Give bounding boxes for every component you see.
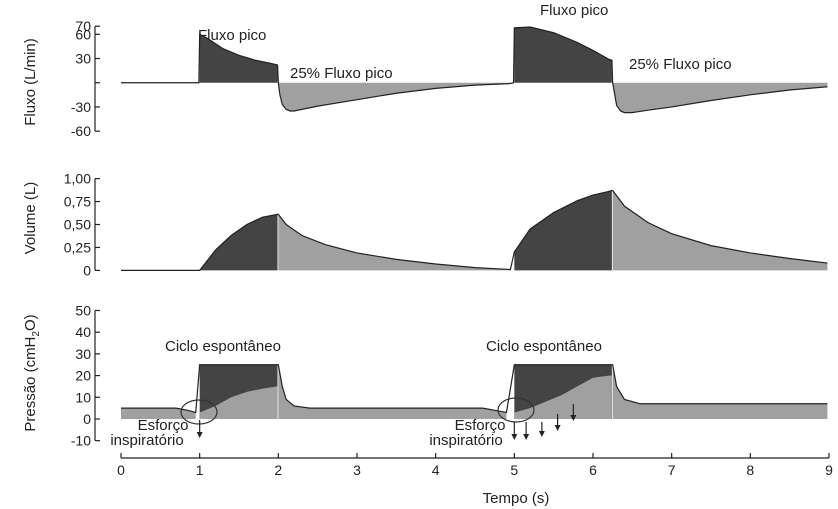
time-x-tick-label: 9 [825,462,833,478]
pressure-patient-fill-2 [514,375,612,419]
flow-y-tick-label: 70 [75,18,91,34]
annotation-effort-1-line1: Esforço [138,417,189,434]
pressure-line-path [121,364,828,414]
flow-ylabel: Fluxo (L/min) [22,38,39,126]
pressure-y-axis: 50 40 30 20 10 0 -10 [71,303,100,449]
annotation-spontaneous-cycle-2: Ciclo espontâneo [486,338,602,355]
time-x-tick-label: 0 [117,462,125,478]
annotation-peak-flow-1: Fluxo pico [198,27,266,44]
pressure-y-tick-label: 0 [83,411,91,427]
flow-line-path [121,26,828,114]
time-x-tick-label: 4 [432,462,440,478]
time-x-axis: 0 1 2 3 4 5 6 7 8 9 [117,453,833,478]
time-x-tick-label: 3 [353,462,361,478]
annotation-spontaneous-cycle-1: Ciclo espontâneo [165,338,281,355]
pressure-ylabel: Pressão (cmH2O) [22,314,42,431]
pressure-y-tick-label: 30 [75,346,91,362]
volume-line-path [121,189,828,272]
effort-arrow-head [554,425,561,431]
volume-panel: Volume (L) 1,00 0,75 0,50 0,25 0 [22,171,828,278]
time-x-tick-label: 1 [196,462,204,478]
annotation-effort-2-line1: Esforço [455,417,506,434]
flow-expiration-fill-2 [612,82,828,113]
pressure-ylabel-main: Pressão (cmH [22,337,39,432]
pressure-y-tick-label: -10 [71,433,91,449]
pressure-y-tick-label: 40 [75,324,91,340]
flow-expiration-fill-1 [278,82,514,111]
pressure-y-tick-label: 20 [75,368,91,384]
volume-y-tick-label: 0 [83,262,91,278]
flow-inspiration-fill-2 [514,27,612,83]
pressure-y-tick-label: 10 [75,389,91,405]
effort-arrow-head [196,432,203,438]
time-x-tick-label: 2 [274,462,282,478]
volume-y-tick-label: 0,25 [64,239,91,255]
pressure-ylabel-end: O) [22,314,39,331]
time-x-tick-label: 8 [746,462,754,478]
effort-arrows [196,404,577,440]
flow-series-line [121,26,828,114]
volume-y-tick-label: 1,00 [64,171,91,187]
flow-y-tick-label: 30 [75,51,91,67]
effort-arrow-head [511,434,518,440]
flow-y-tick-label: -60 [71,123,91,139]
time-xlabel: Tempo (s) [483,490,550,507]
volume-expiration-fill-1 [278,214,511,271]
time-x-tick-label: 6 [589,462,597,478]
pressure-baseline-fill-1 [121,408,196,419]
effort-arrow-head [523,434,530,440]
annotation-effort-1-line2: inspiratório [110,432,183,449]
pressure-area-fills [121,364,828,419]
annotation-25pct-peak-flow-2: 25% Fluxo pico [629,56,732,73]
pressure-ylabel-subscript: 2 [31,331,42,337]
pressure-baseline-fill-3 [612,364,828,419]
effort-arrow-head [570,415,577,421]
time-x-tick-label: 7 [668,462,676,478]
effort-circle-2 [497,397,535,423]
annotation-effort-2-line2: inspiratório [429,432,502,449]
effort-arrow-head [538,431,545,437]
annotation-peak-flow-2: Fluxo pico [540,2,608,19]
annotation-25pct-peak-flow-1: 25% Fluxo pico [290,65,393,82]
effort-circle-1 [180,399,218,425]
volume-inspiration-fill-2 [514,190,612,271]
pressure-series-line [121,364,828,414]
pressure-patient-fill-1 [199,386,278,419]
pressure-y-tick-label: 50 [75,303,91,319]
volume-area-fills [199,190,828,271]
volume-expiration-fill-2 [612,190,828,271]
pressure-baseline-fill-2 [278,364,507,419]
flow-y-tick-label: -30 [71,99,91,115]
volume-y-tick-label: 0,50 [64,217,91,233]
volume-inspiration-fill-1 [199,214,278,271]
flow-area-fills [199,27,828,113]
volume-y-axis: 1,00 0,75 0,50 0,25 0 [64,171,100,278]
volume-series-line [121,189,828,272]
time-x-tick-label: 5 [510,462,518,478]
flow-y-tick-label: 60 [75,26,91,42]
volume-y-tick-label: 0,75 [64,194,91,210]
volume-ylabel: Volume (L) [22,182,39,255]
